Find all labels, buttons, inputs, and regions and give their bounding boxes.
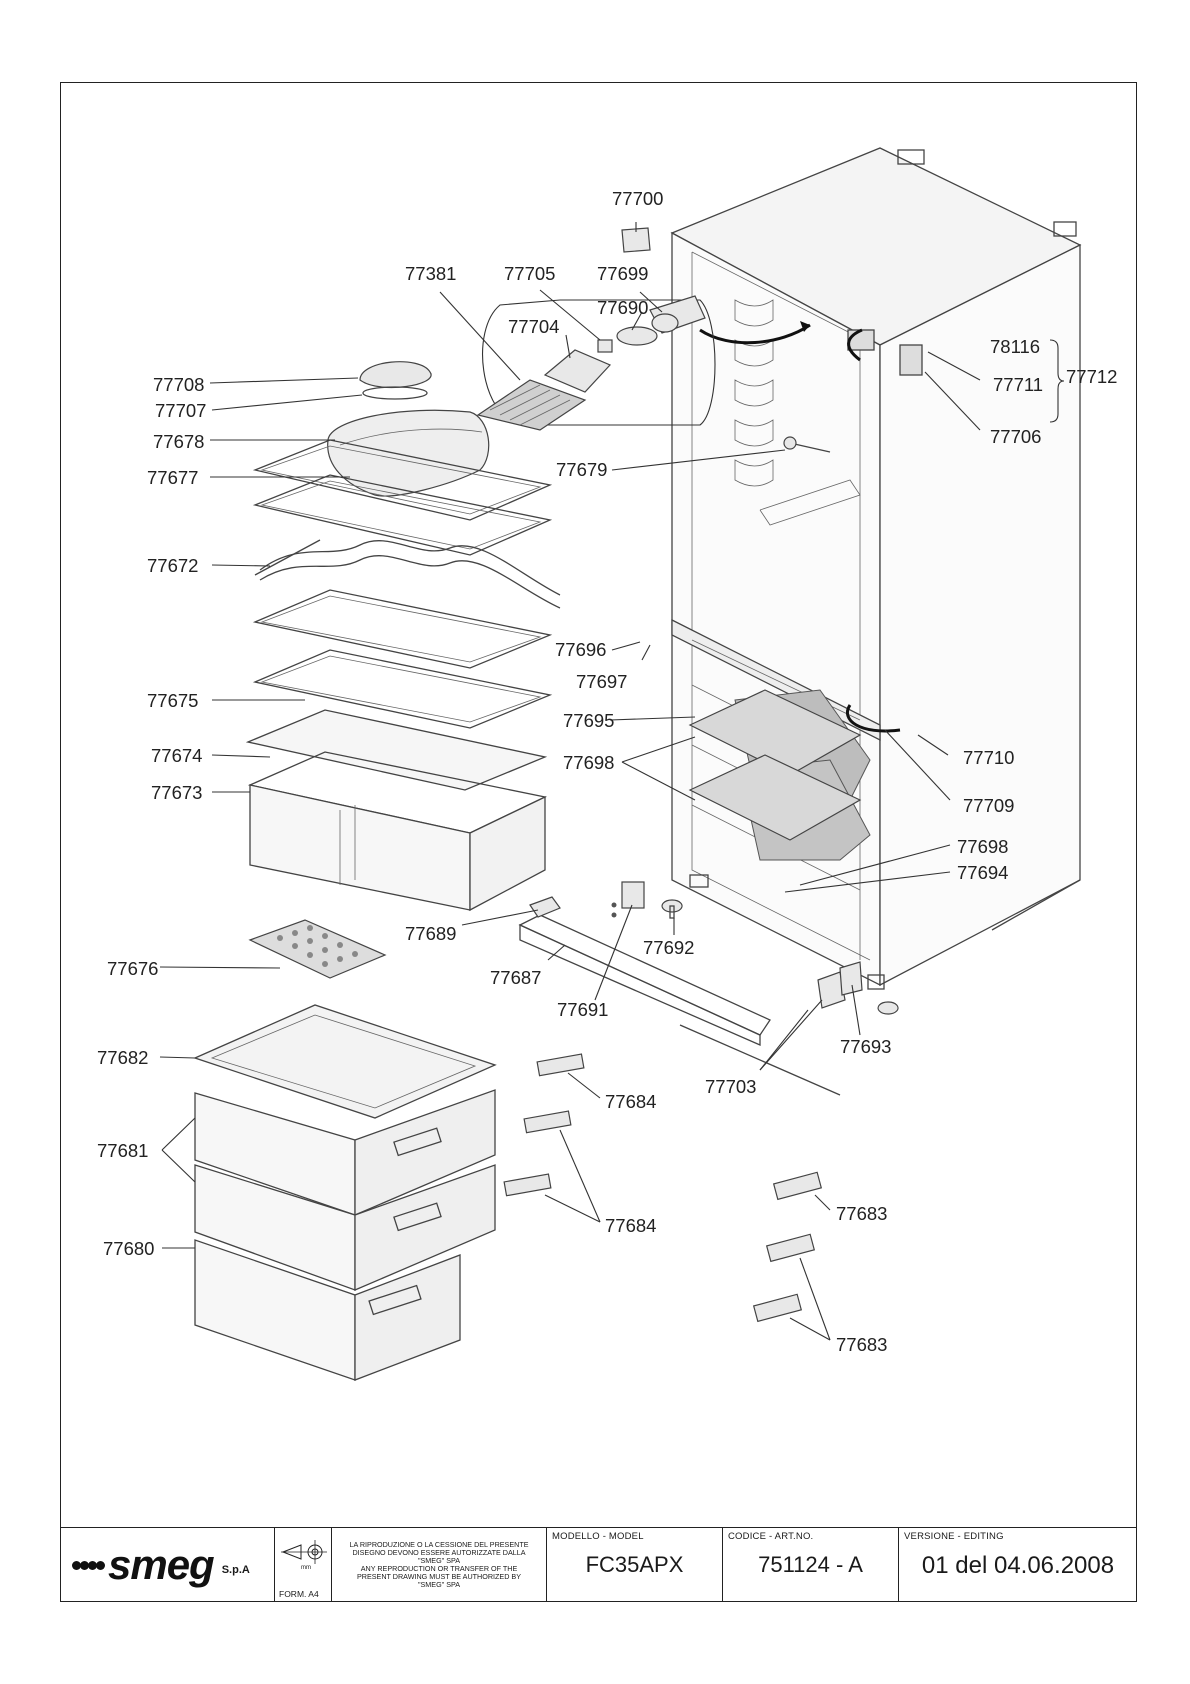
label-77698-lower: 77698 bbox=[957, 836, 1008, 857]
brand-name: smeg bbox=[108, 1541, 215, 1588]
label-78116: 78116 bbox=[990, 336, 1040, 357]
label-77676: 77676 bbox=[107, 958, 158, 979]
form-label: FORM. A4 bbox=[279, 1589, 319, 1599]
label-77683-upper: 77683 bbox=[836, 1203, 887, 1224]
label-77679: 77679 bbox=[556, 459, 607, 480]
shelves-and-drawers bbox=[193, 361, 561, 1381]
drawing-frame bbox=[60, 82, 1137, 1602]
notice-line: "SMEG" SPA bbox=[417, 1556, 461, 1565]
model-cell: MODELLO - MODEL FC35APX bbox=[547, 1528, 723, 1602]
leader-lines bbox=[159, 222, 1065, 1341]
notice-line: LA RIPRODUZIONE O LA CESSIONE DEL PRESEN… bbox=[349, 1540, 529, 1549]
notice-line: DISEGNO DEVONO ESSERE AUTORIZZATE DALLA bbox=[352, 1548, 526, 1557]
label-77697: 77697 bbox=[576, 671, 627, 692]
label-77673: 77673 bbox=[151, 782, 202, 803]
label-77699: 77699 bbox=[597, 263, 648, 284]
code-value: 751124 - A bbox=[758, 1552, 863, 1577]
label-77698-upper: 77698 bbox=[563, 752, 614, 773]
label-77696: 77696 bbox=[555, 639, 606, 660]
refrigerator-cabinet bbox=[670, 147, 1082, 990]
copyright-notice: LA RIPRODUZIONE O LA CESSIONE DEL PRESEN… bbox=[332, 1528, 547, 1602]
label-77707: 77707 bbox=[155, 400, 206, 421]
notice-line: "SMEG" SPA bbox=[417, 1580, 461, 1589]
unit-label: mm bbox=[301, 1565, 311, 1571]
label-77690: 77690 bbox=[597, 297, 648, 318]
version-caption: VERSIONE - EDITING bbox=[904, 1531, 1004, 1542]
notice-line: PRESENT DRAWING MUST BE AUTHORIZED BY bbox=[356, 1572, 521, 1581]
label-77706: 77706 bbox=[990, 426, 1041, 447]
projection-symbol-cell: mm FORM. A4 bbox=[275, 1528, 332, 1602]
part-77700-shape bbox=[621, 227, 651, 253]
label-77681: 77681 bbox=[97, 1140, 148, 1161]
label-77692: 77692 bbox=[643, 937, 694, 958]
brand-suffix: S.p.A bbox=[221, 1564, 250, 1576]
version-cell: VERSIONE - EDITING 01 del 04.06.2008 bbox=[899, 1528, 1137, 1602]
label-77674: 77674 bbox=[151, 745, 202, 766]
version-value: 01 del 04.06.2008 bbox=[921, 1552, 1115, 1579]
label-77712: 77712 bbox=[1066, 366, 1117, 387]
title-block: smeg S.p.A mm FORM. A4 LA RIPRODUZIONE O… bbox=[60, 1527, 1137, 1602]
label-77684-lower: 77684 bbox=[605, 1215, 656, 1236]
notice-line: ANY REPRODUCTION OR TRANSFER OF THE bbox=[360, 1564, 518, 1573]
label-77708: 77708 bbox=[153, 374, 204, 395]
label-77689: 77689 bbox=[405, 923, 456, 944]
label-77704: 77704 bbox=[508, 316, 559, 337]
logo-dots-icon bbox=[72, 1560, 105, 1570]
label-77683-lower: 77683 bbox=[836, 1334, 887, 1355]
detail-balloon bbox=[476, 295, 716, 431]
label-77711: 77711 bbox=[993, 374, 1043, 395]
label-77672: 77672 bbox=[147, 555, 198, 576]
brand-logo: smeg S.p.A bbox=[60, 1528, 275, 1602]
part-labels: 77700 77381 77705 77699 77690 77704 7770… bbox=[97, 188, 1117, 1355]
code-caption: CODICE - ART.NO. bbox=[728, 1531, 814, 1542]
label-77682: 77682 bbox=[97, 1047, 148, 1068]
label-77694: 77694 bbox=[957, 862, 1008, 883]
label-77693: 77693 bbox=[840, 1036, 891, 1057]
label-77680: 77680 bbox=[103, 1238, 154, 1259]
label-77710: 77710 bbox=[963, 747, 1014, 768]
label-77703: 77703 bbox=[705, 1076, 756, 1097]
model-value: FC35APX bbox=[585, 1552, 684, 1577]
label-77684-upper: 77684 bbox=[605, 1091, 656, 1112]
label-77709: 77709 bbox=[963, 795, 1014, 816]
label-77687: 77687 bbox=[490, 967, 541, 988]
label-77381: 77381 bbox=[405, 263, 456, 284]
code-cell: CODICE - ART.NO. 751124 - A bbox=[723, 1528, 899, 1602]
label-77705: 77705 bbox=[504, 263, 555, 284]
projection-symbol-icon bbox=[281, 1540, 327, 1564]
label-77695: 77695 bbox=[563, 710, 614, 731]
base-hardware bbox=[503, 881, 899, 1323]
label-77700: 77700 bbox=[612, 188, 663, 209]
label-77691: 77691 bbox=[557, 999, 608, 1020]
label-77675: 77675 bbox=[147, 690, 198, 711]
model-caption: MODELLO - MODEL bbox=[552, 1531, 644, 1542]
label-77677: 77677 bbox=[147, 467, 198, 488]
label-77678: 77678 bbox=[153, 431, 204, 452]
